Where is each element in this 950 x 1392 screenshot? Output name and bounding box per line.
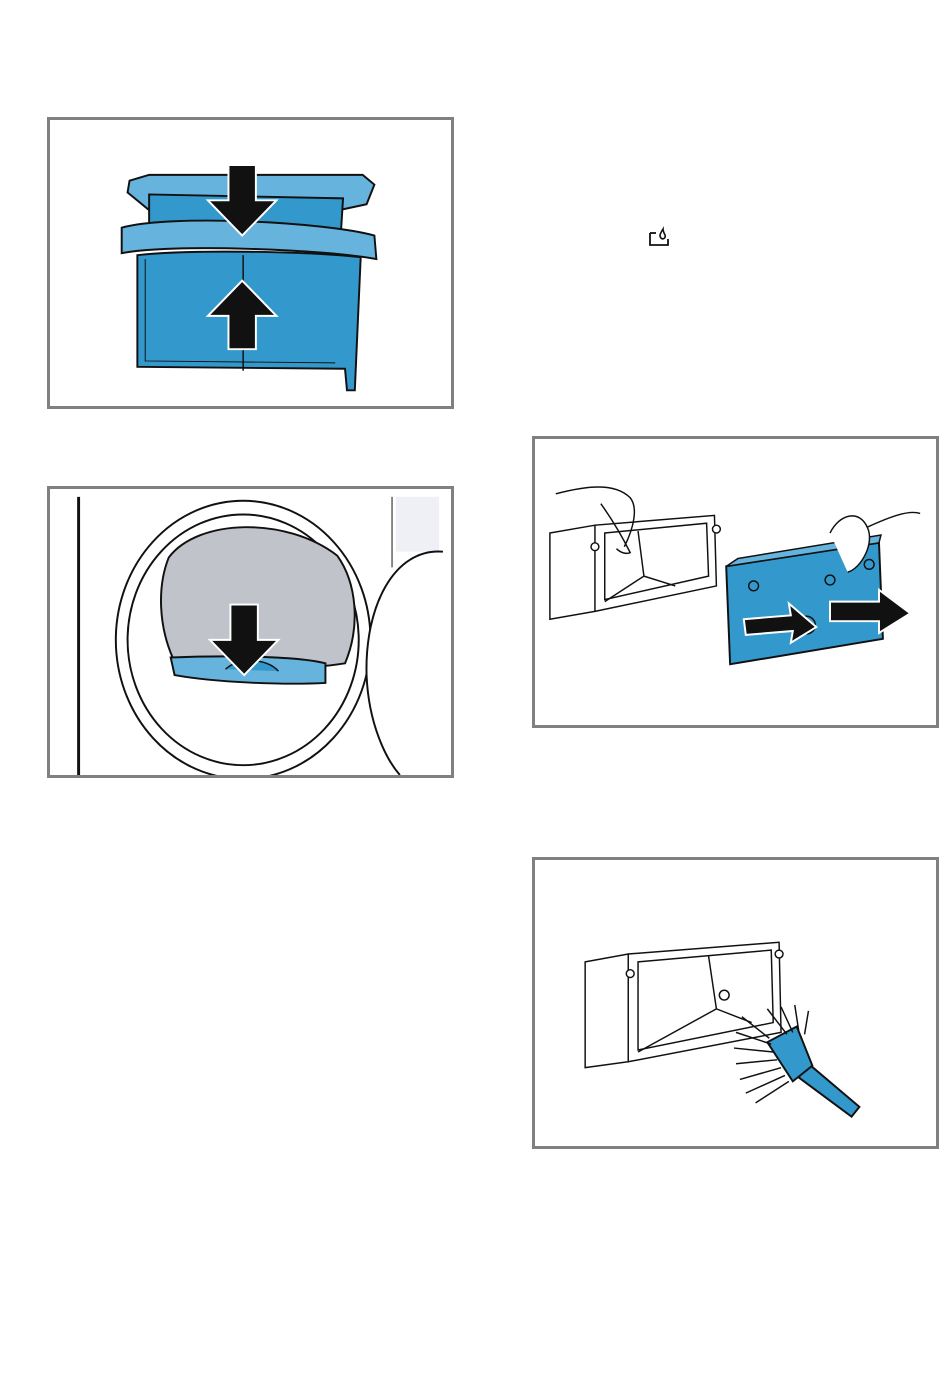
figure-door-fluff-filter: [47, 486, 454, 778]
figure-filter-separation: [532, 436, 939, 728]
water-container-filter-insert-icon: [50, 120, 451, 406]
condenser-water-container-icon: [646, 225, 674, 249]
filter-separation-icon: [535, 439, 936, 725]
filter-brush-cleaning-icon: [535, 860, 936, 1146]
door-fluff-filter-removal-icon: [50, 489, 451, 775]
figure-filter-brush-cleaning: [532, 857, 939, 1149]
figure-filter-insert-assembly: [47, 117, 454, 409]
